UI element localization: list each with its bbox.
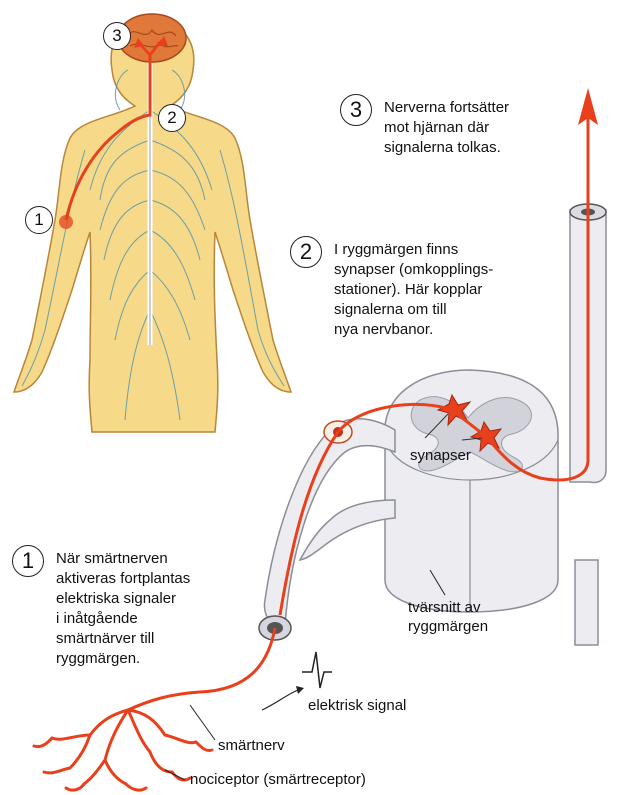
spinal-cord-section — [259, 88, 606, 645]
leader-pain-nerve — [190, 705, 215, 740]
body-marker-1: 1 — [25, 206, 53, 234]
signal-direction-arrow — [262, 690, 298, 710]
body-marker-2: 2 — [158, 104, 186, 132]
callout-3: 3 Nerverna fortsätter mot hjärnan där si… — [340, 98, 509, 158]
human-body-figure — [14, 14, 291, 432]
electric-signal-label: elektrisk signal — [308, 696, 406, 715]
cord-body — [385, 370, 559, 612]
body-marker-3: 3 — [103, 22, 131, 50]
callout-3-number: 3 — [340, 94, 372, 126]
callout-1: 1 När smärtnerven aktiveras fortplantas … — [12, 549, 190, 669]
callout-2-number: 2 — [290, 236, 322, 268]
nociceptor-label: nociceptor (smärtreceptor) — [190, 770, 366, 789]
callout-3-text: Nerverna fortsätter mot hjärnan där sign… — [384, 98, 509, 158]
pain-site — [59, 215, 73, 229]
synapses-label: synapser — [410, 446, 471, 465]
callout-1-text: När smärtnerven aktiveras fortplantas el… — [56, 549, 190, 669]
callout-2-text: I ryggmärgen finns synapser (omkopplings… — [334, 240, 493, 340]
callout-1-number: 1 — [12, 545, 44, 577]
pain-nerve-label: smärtnerv — [218, 736, 285, 755]
callout-2: 2 I ryggmärgen finns synapser (omkopplin… — [290, 240, 493, 340]
cross-section-label: tvärsnitt av ryggmärgen — [408, 598, 488, 636]
ventral-root — [300, 500, 395, 560]
leader-nociceptor — [165, 770, 185, 780]
electric-signal-waveform — [302, 652, 332, 688]
nociceptor-branches — [34, 710, 212, 790]
descending-tube — [575, 560, 598, 645]
